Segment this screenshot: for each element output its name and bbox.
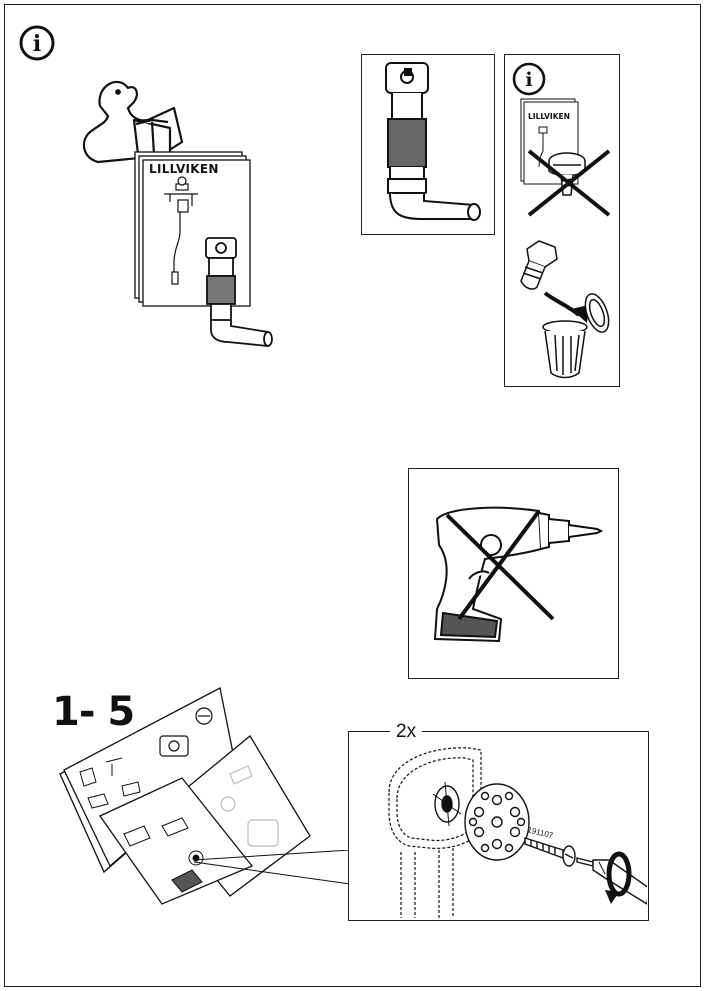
open-instruction-booklet bbox=[52, 686, 312, 916]
bolt-icon bbox=[520, 240, 558, 290]
trash-bin-icon bbox=[542, 293, 610, 379]
info-circle-icon: i bbox=[512, 62, 546, 96]
manual-title: LILLVIKEN bbox=[149, 162, 219, 176]
svg-text:i: i bbox=[525, 69, 532, 91]
perforated-plate bbox=[464, 783, 530, 861]
person-reading-icon bbox=[82, 80, 184, 164]
screw-icon bbox=[524, 837, 576, 867]
drain-pipe-icon bbox=[385, 62, 481, 221]
screwdriver-icon bbox=[576, 857, 647, 905]
drain-pipe-panel bbox=[361, 54, 495, 235]
info-icon-glyph: i bbox=[33, 31, 41, 57]
manual-illustration: LILLVIKEN bbox=[78, 72, 288, 347]
crossed-out-bolt-icon bbox=[527, 149, 611, 217]
discard-bolt-panel: i LILLVIKEN bbox=[504, 54, 620, 387]
callout-leader-line bbox=[190, 850, 360, 890]
instruction-page bbox=[4, 4, 701, 987]
screw-detail-panel: 191107 bbox=[348, 731, 649, 921]
part-number: 191107 bbox=[527, 825, 555, 840]
mini-manual-title: LILLVIKEN bbox=[528, 112, 570, 121]
drain-pipe-icon bbox=[205, 237, 273, 347]
quantity-label: 2x bbox=[390, 722, 423, 742]
info-circle-icon: i bbox=[19, 25, 55, 61]
steps-range-label: 1- 5 bbox=[52, 689, 135, 735]
clockwise-arrow-icon bbox=[605, 851, 632, 904]
no-power-drill-panel bbox=[408, 468, 619, 679]
crossed-out-drill-icon bbox=[433, 506, 604, 643]
